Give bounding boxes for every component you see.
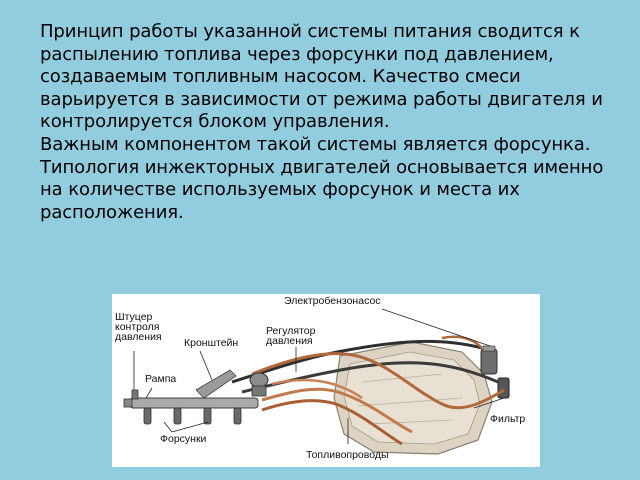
label-pressure-fitting: Штуцер контроля давления (115, 311, 162, 343)
injectors-shape (143, 407, 242, 425)
label-filter: Фильтр (490, 413, 526, 425)
body-text: Принцип работы указанной системы питания… (40, 21, 620, 224)
label-rail: Рампа (145, 373, 177, 385)
paragraph-injector: Важным компонентом такой системы являетс… (40, 133, 604, 223)
fuel-pump-shape (480, 348, 498, 375)
bracket-shape (195, 369, 237, 399)
label-pump: Электробензонасос (284, 295, 381, 307)
fuel-system-diagram: Электробензонасос Штуцер контроля давлен… (112, 294, 540, 467)
label-regulator: Регулятор давления (266, 325, 316, 347)
label-bracket: Кронштейн (184, 337, 239, 349)
fuel-system-illustration (123, 308, 510, 455)
pressure-fitting-shape (131, 389, 139, 400)
fuel-filter-shape (497, 377, 510, 399)
pressure-regulator-shape (249, 372, 269, 388)
paragraph-principle: Принцип работы указанной системы питания… (40, 21, 603, 133)
label-fuel-lines: Топливопроводы (306, 449, 389, 461)
fuel-rail-shape (129, 397, 259, 409)
label-injectors: Форсунки (160, 433, 207, 445)
